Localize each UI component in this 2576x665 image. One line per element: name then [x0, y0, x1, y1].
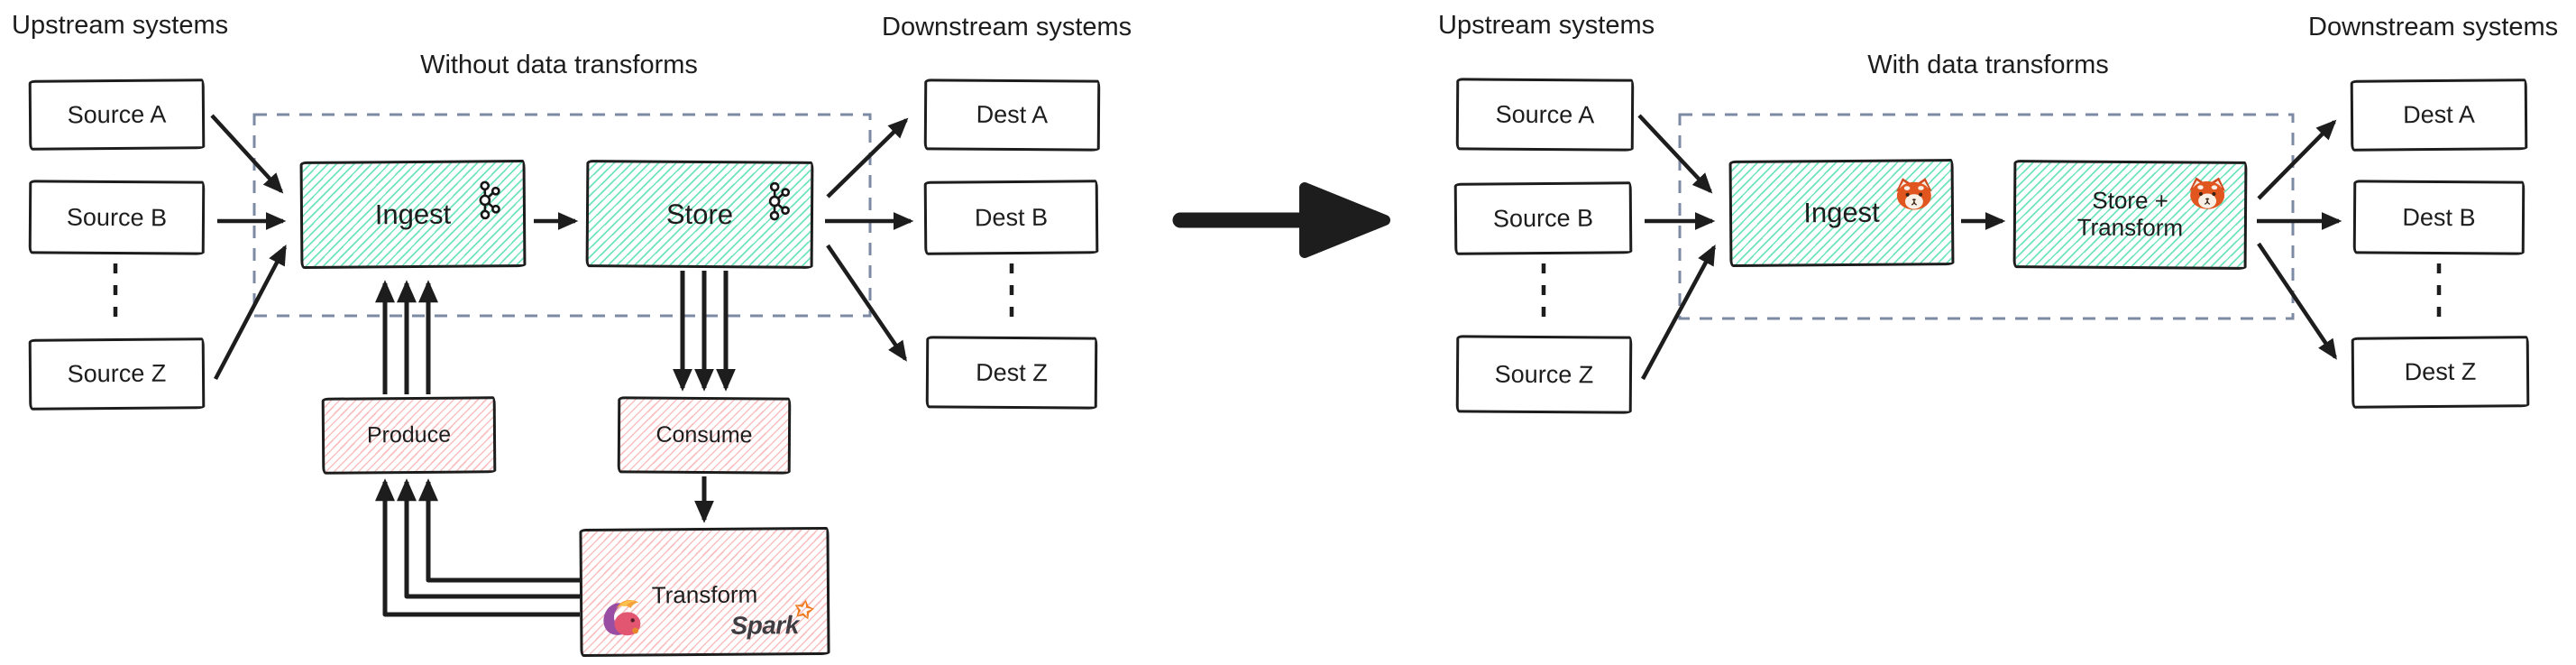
produce-label: Produce — [366, 421, 452, 448]
right-dest-a-box: Dest A — [2350, 79, 2528, 152]
right-ingest-label: Ingest — [1803, 196, 1880, 229]
left-dest-z-box: Dest Z — [925, 336, 1098, 410]
left-downstream-label: Downstream systems — [882, 13, 1132, 42]
arrow-l-transform-produce-2 — [397, 478, 580, 599]
arrow-l-store-dest-a — [826, 117, 909, 199]
left-source-b-box: Source B — [28, 180, 206, 255]
left-ingest-box: Ingest — [299, 160, 527, 269]
left-dest-a-box: Dest A — [923, 79, 1101, 152]
left-ingest-label: Ingest — [374, 198, 452, 230]
left-upstream-label: Upstream systems — [12, 11, 229, 40]
arrow-l-source-z-ingest — [214, 245, 287, 381]
left-dest-b-box: Dest B — [923, 180, 1099, 255]
right-source-b-box: Source B — [1453, 181, 1633, 255]
right-dest-b-box: Dest B — [2352, 180, 2526, 255]
right-source-z-label: Source Z — [1494, 360, 1594, 388]
left-dest-b-label: Dest B — [974, 203, 1049, 231]
left-source-b-label: Source B — [66, 203, 168, 231]
arrow-l-source-a-ingest — [210, 114, 284, 194]
spark-wordmark: Spark — [730, 611, 799, 640]
kafka-icon — [766, 181, 791, 229]
right-title: With data transforms — [1867, 51, 2109, 79]
left-store-label: Store — [665, 198, 734, 230]
left-source-z-label: Source Z — [67, 359, 167, 388]
consume-box: Consume — [617, 396, 792, 475]
transition-arrow — [1172, 182, 1390, 258]
right-dest-a-label: Dest A — [2403, 100, 2475, 129]
right-upstream-label: Upstream systems — [1438, 11, 1655, 40]
right-source-a-box: Source A — [1455, 78, 1635, 152]
right-store-transform-box: Store + Transform — [2012, 160, 2248, 270]
right-source-a-label: Source A — [1495, 100, 1595, 128]
kafka-icon — [477, 180, 501, 227]
left-dest-z-label: Dest Z — [976, 358, 1048, 386]
spark-star-icon: ✩ — [792, 596, 815, 624]
right-store-transform-line2: Transform — [2076, 213, 2184, 242]
right-store-transform-line1: Store + — [2092, 186, 2168, 215]
right-source-z-box: Source Z — [1455, 335, 1633, 414]
flink-squirrel-icon — [599, 594, 642, 645]
redpanda-icon — [2186, 175, 2228, 216]
right-dest-z-label: Dest Z — [2404, 357, 2477, 386]
right-dest-z-box: Dest Z — [2351, 336, 2530, 409]
transform-box: Transform Spark✩ — [579, 526, 830, 658]
arrow-l-transform-produce-3 — [375, 478, 580, 617]
produce-box: Produce — [321, 396, 497, 475]
left-dest-a-label: Dest A — [976, 100, 1049, 129]
arrow-r-storetransform-dest-a — [2257, 119, 2337, 200]
spark-logo: Spark✩ — [730, 596, 815, 641]
left-source-z-box: Source Z — [28, 337, 206, 411]
consume-label: Consume — [655, 421, 753, 448]
left-store-box: Store — [585, 160, 814, 269]
right-source-b-label: Source B — [1492, 204, 1594, 232]
arrow-l-transform-produce-1 — [418, 478, 580, 583]
left-source-a-label: Source A — [67, 100, 167, 128]
arrow-r-source-a-ingest — [1637, 114, 1713, 194]
right-ingest-box: Ingest — [1728, 159, 1955, 267]
left-source-a-box: Source A — [28, 79, 206, 151]
arrow-r-source-z-ingest — [1641, 245, 1716, 381]
redpanda-icon — [1893, 176, 1935, 217]
left-title: Without data transforms — [420, 51, 698, 79]
right-downstream-label: Downstream systems — [2308, 13, 2559, 42]
arrow-l-store-dest-z — [826, 244, 907, 362]
right-dest-b-label: Dest B — [2402, 203, 2476, 231]
arrow-r-storetransform-dest-z — [2257, 242, 2337, 360]
